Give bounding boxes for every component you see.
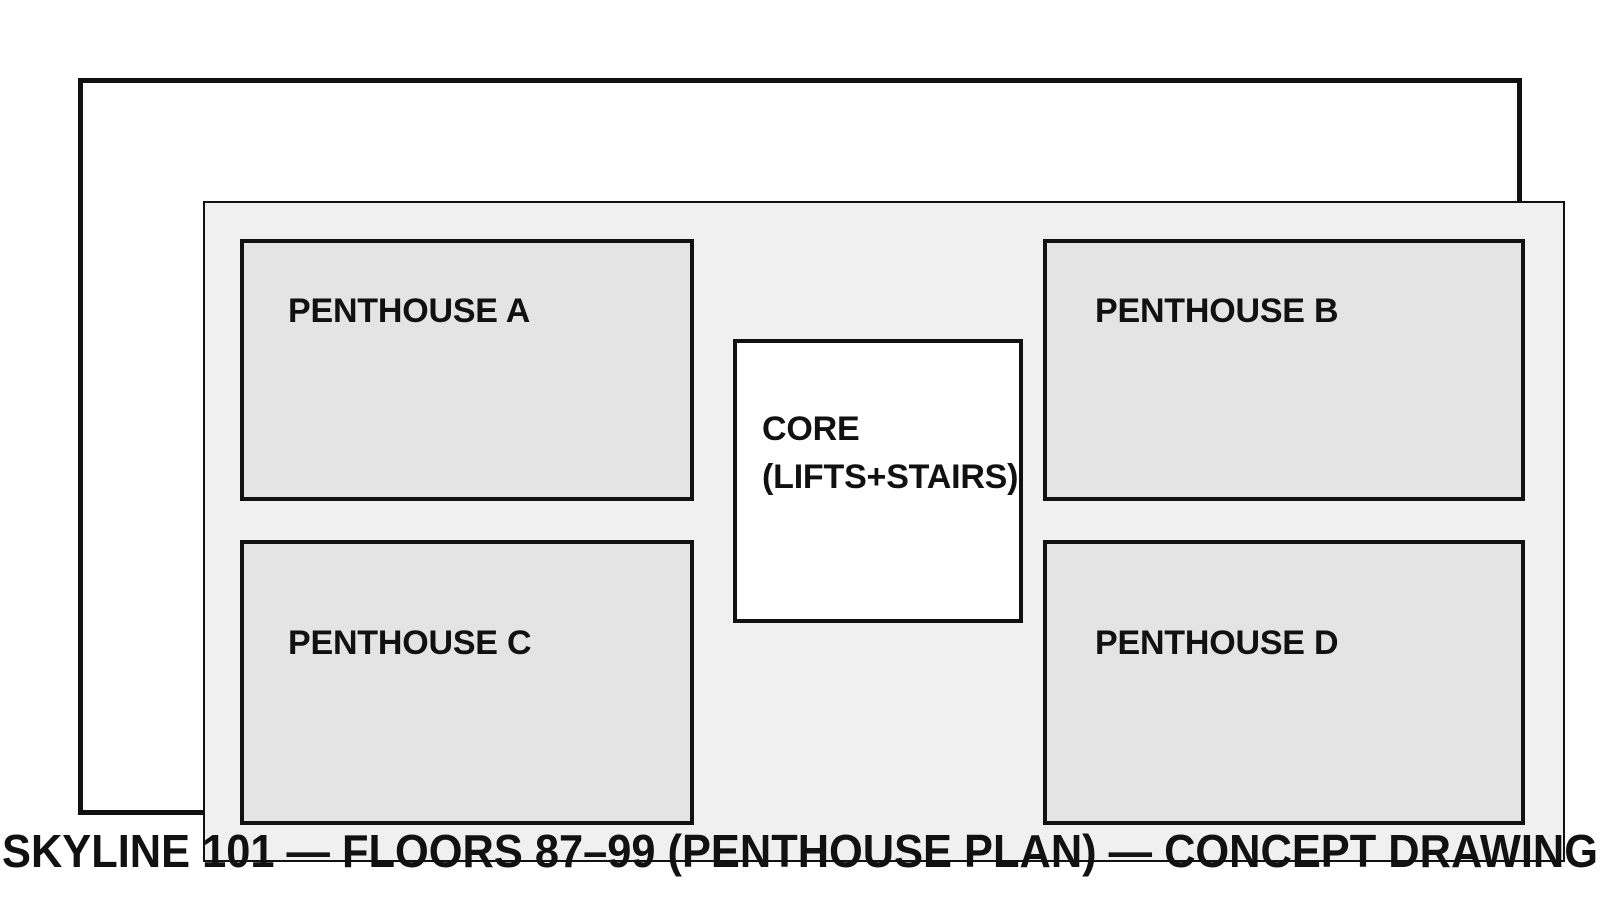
unit-label-penthouse-a: PENTHOUSE A (288, 292, 531, 330)
service-core[interactable]: CORE (LIFTS+STAIRS) (733, 339, 1023, 623)
core-label-line-1: CORE (762, 410, 860, 448)
drawing-caption: SKYLINE 101 — FLOORS 87–99 (PENTHOUSE PL… (2, 812, 1600, 890)
building-outline: PENTHOUSE A PENTHOUSE B PENTHOUSE C PENT… (78, 78, 1565, 862)
unit-label-penthouse-b: PENTHOUSE B (1095, 292, 1339, 330)
unit-penthouse-c[interactable]: PENTHOUSE C (240, 540, 694, 825)
core-label-line-2: (LIFTS+STAIRS) (762, 458, 1019, 496)
unit-penthouse-d[interactable]: PENTHOUSE D (1043, 540, 1525, 825)
drawing-caption-text: SKYLINE 101 — FLOORS 87–99 (PENTHOUSE PL… (2, 825, 1598, 877)
unit-label-penthouse-d: PENTHOUSE D (1095, 624, 1339, 662)
unit-penthouse-a[interactable]: PENTHOUSE A (240, 239, 694, 501)
unit-label-penthouse-c: PENTHOUSE C (288, 624, 532, 662)
core-label: CORE (LIFTS+STAIRS) (762, 405, 1018, 501)
unit-penthouse-b[interactable]: PENTHOUSE B (1043, 239, 1525, 501)
